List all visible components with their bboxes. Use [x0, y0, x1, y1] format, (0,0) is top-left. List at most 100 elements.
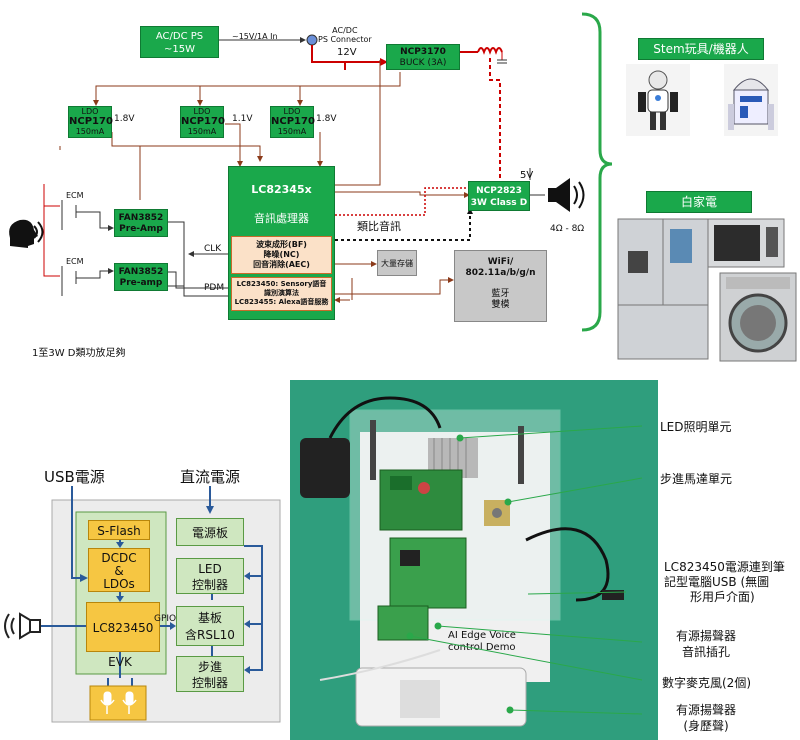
v12-label: 12V: [337, 47, 357, 58]
ldo-2-voltage: 1.1V: [232, 114, 253, 124]
callout-audio-jack: 有源揚聲器 音訊插孔: [676, 628, 736, 660]
wifi-bluetooth-module: WiFi/ 802.11a/b/g/n 藍牙 雙模: [454, 250, 547, 322]
classd-line2: 3W Class D: [470, 198, 528, 208]
callout-usb-power: LC823450電源連到筆 記型電腦USB (無圖 形用戶介面): [664, 560, 785, 605]
demo-board-line1: AI Edge Voice: [448, 630, 516, 641]
impedance-label: 4Ω - 8Ω: [550, 224, 585, 234]
ldo-2-name: NCP170: [181, 116, 225, 127]
connector-label-line2: PS Connector: [318, 35, 372, 44]
callout-speaker-line1: 有源揚聲器: [676, 703, 737, 717]
wifi-line1: WiFi/: [487, 257, 514, 267]
callout-lines: [406, 425, 643, 715]
ecm-label-1: ECM: [66, 191, 84, 200]
acdc-line1: AC/DC PS: [155, 31, 204, 42]
ldo-1-current: 150mA: [75, 127, 105, 136]
base-board-block: 基板 含RSL10: [176, 606, 244, 646]
buck-line2: BUCK (3A): [399, 58, 447, 68]
ldo-1-name: NCP170: [69, 116, 113, 127]
clk-label: CLK: [204, 244, 222, 254]
appliances-label: 白家電: [646, 191, 752, 213]
callout-jack-line2: 音訊插孔: [682, 645, 731, 659]
usb-power-label: USB電源: [44, 468, 105, 486]
robot-toys-image: [626, 64, 778, 136]
lc823450-block: LC823450: [86, 602, 160, 652]
lc-feature-bf: 波束成形(BF): [256, 240, 307, 249]
led-ctrl-line1: LED: [198, 562, 222, 576]
lc-title: LC82345x: [251, 183, 312, 196]
demo-board-line2: control Demo: [448, 642, 516, 653]
stem-toys-label: Stem玩具/機器人: [638, 38, 764, 60]
base-line2: 含RSL10: [185, 628, 235, 642]
preamp-1-line1: FAN3852: [118, 213, 164, 223]
callout-digital-mics: 數字麥克風(2個): [662, 676, 751, 690]
ldo-1-voltage: 1.8V: [114, 114, 135, 124]
acdc-line2: ~15W: [164, 44, 195, 55]
input-voltage-label: ~15V/1A In: [232, 32, 278, 41]
callout-stepper-unit: 步進馬達單元: [660, 472, 733, 486]
analog-audio-label: 類比音訊: [357, 220, 401, 233]
callout-jack-line1: 有源揚聲器: [676, 629, 737, 643]
speaking-head-icon: [9, 219, 44, 248]
callout-led-unit: LED照明單元: [660, 420, 732, 434]
preamp-2-line1: FAN3852: [118, 267, 164, 277]
callout-speaker-line2: (身歷聲): [683, 719, 729, 733]
base-line1: 基板: [197, 611, 222, 625]
connector-label: AC/DC PS Connector: [318, 26, 372, 44]
ldo-3-voltage: 1.8V: [316, 114, 337, 124]
power-board-block: 電源板: [176, 518, 244, 546]
step-ctrl-line1: 步進: [197, 660, 222, 674]
acdc-power-supply: AC/DC PS ~15W: [140, 26, 219, 58]
ecm-label-2: ECM: [66, 257, 84, 266]
dcdc-line3: LDOs: [103, 577, 135, 591]
ldo-1-top: LDO: [81, 107, 99, 116]
wifi-line3: 藍牙: [491, 289, 510, 299]
dc-power-label: 直流電源: [180, 468, 241, 486]
ldo-2: LDO NCP170 150mA: [180, 106, 225, 138]
dcdc-line2: &: [114, 564, 124, 578]
connector-label-line1: AC/DC: [332, 26, 358, 35]
callout-usb-line1: LC823450電源連到筆: [664, 560, 785, 574]
stepper-controller-block: 步進 控制器: [176, 656, 244, 692]
pdm-label: PDM: [204, 283, 225, 293]
lc-voice-line1: LC823450: Sensory語音: [236, 280, 327, 288]
preamp-2-line2: Pre-amp: [119, 278, 163, 288]
appliances-image: [617, 218, 797, 362]
callout-usb-line2: 記型電腦USB (無圖: [664, 575, 770, 589]
dcdc-ldo-block: DCDC & LDOs: [88, 548, 150, 592]
top-connectors: [43, 12, 613, 332]
callout-usb-line3: 形用戶介面): [690, 590, 755, 604]
led-ctrl-line2: 控制器: [191, 578, 228, 592]
ldo-3: LDO NCP170 150mA: [270, 106, 315, 138]
ldo-3-top: LDO: [283, 107, 301, 116]
dcdc-line1: DCDC: [101, 551, 137, 565]
callout-stereo-speaker: 有源揚聲器 (身歷聲): [676, 702, 736, 734]
evk-label: EVK: [108, 655, 132, 669]
lc-audio-features-panel: 波束成形(BF) 降噪(NC) 回音消除(AEC): [231, 236, 332, 274]
ldo-1: LDO NCP170 150mA: [68, 106, 113, 138]
classd-line1: NCP2823: [476, 186, 522, 196]
ldo-3-current: 150mA: [277, 127, 307, 136]
preamp-1-line2: Pre-Amp: [119, 224, 163, 234]
demo-hardware-photo: [290, 380, 658, 740]
mass-storage: 大量存儲: [377, 250, 417, 276]
sflash-block: S-Flash: [88, 520, 150, 540]
buck-converter: NCP3170 BUCK (3A): [386, 44, 460, 70]
lc-voice-line2: 識別演算法: [264, 289, 299, 297]
led-controller-block: LED 控制器: [176, 558, 244, 594]
lc-voice-services-panel: LC823450: Sensory語音 識別演算法 LC823455: Alex…: [231, 277, 332, 311]
wifi-line2: 802.11a/b/g/n: [465, 268, 536, 278]
lc-feature-nc: 降噪(NC): [263, 250, 300, 259]
lc-subtitle: 音訊處理器: [254, 212, 309, 225]
lc-feature-aec: 回音消除(AEC): [253, 260, 310, 269]
class-d-amplifier: NCP2823 3W Class D: [468, 181, 530, 211]
wifi-line4: 雙模: [491, 300, 510, 310]
v5-label: 5V: [520, 170, 534, 181]
lc-voice-line3: LC823455: Alexa語音服務: [234, 298, 329, 306]
amplifier-note: 1至3W D類功放足夠: [32, 348, 126, 359]
preamp-2: FAN3852 Pre-amp: [114, 263, 168, 291]
ldo-2-top: LDO: [193, 107, 211, 116]
preamp-1: FAN3852 Pre-Amp: [114, 209, 168, 237]
demo-board-label: AI Edge Voice control Demo: [448, 630, 516, 654]
gpio-label: GPIO: [154, 614, 177, 624]
ldo-2-current: 150mA: [187, 127, 217, 136]
